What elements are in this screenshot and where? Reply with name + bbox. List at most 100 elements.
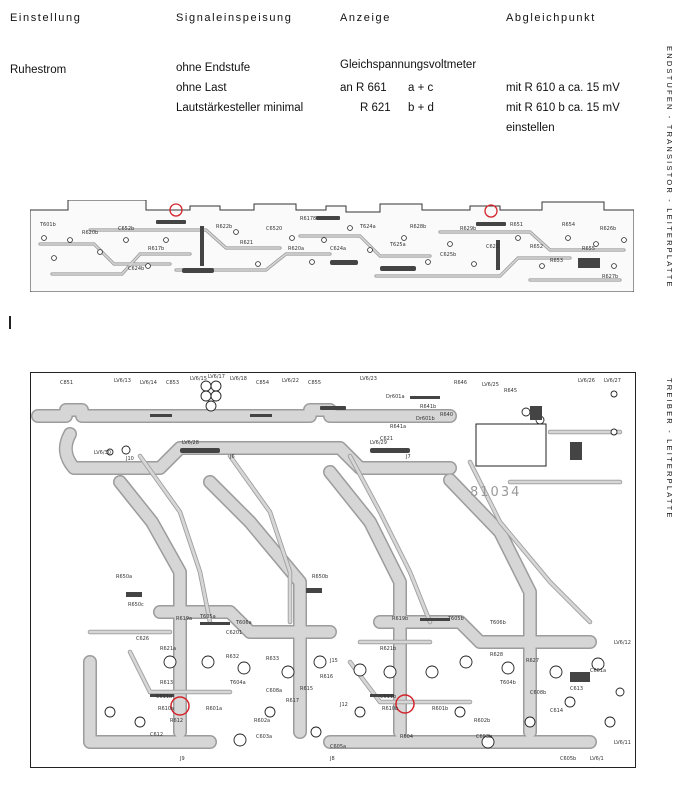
component-label: C612 [150,732,163,738]
top-label: R651 [510,222,523,228]
marker-top-left [169,203,183,217]
component-label: C626 [136,636,149,642]
top-label: R617b [148,246,164,252]
component-label: R641b [420,404,436,410]
component-label: C605b [560,756,576,762]
component-label: R650c [128,602,144,608]
component-label: J7 [405,454,411,460]
signal-line-3: Lautstärkesteller minimal [176,102,304,114]
anzeige-title: Gleichspannungsvoltmeter [340,59,477,71]
top-label: C624b [128,266,144,272]
component-label: R617 [286,698,299,704]
component-label: LV6/11 [614,740,631,746]
component-label: C601a [590,668,606,674]
abgleich-line-2: mit R 610 b ca. 15 mV [506,102,620,114]
component-label: R633 [266,656,279,662]
side-label-bottom: TREIBER - LEITERPLATTE [665,378,674,520]
component-label: R601b [432,706,448,712]
top-label: C624a [330,246,346,252]
top-label: R622b [216,224,232,230]
component-label: R604 [400,734,413,740]
component-label: C851 [60,380,73,386]
top-label: R654 [562,222,575,228]
component-label: C611b [380,694,396,700]
component-label: R610a [158,706,174,712]
component-label: J8 [329,756,335,762]
component-label: C605a [330,744,346,750]
abgleich-line-3: einstellen [506,122,555,134]
top-label: T624a [359,224,376,230]
component-label: LV6/30 [94,450,111,456]
board-id: 81034 [470,485,521,500]
component-label: C6201 [226,630,242,636]
top-board: T601b R620b C652b R617b C624b R622b R621… [30,200,634,292]
component-label: R601a [206,706,222,712]
signal-line-1: ohne Endstufe [176,62,251,74]
header-anzeige: Anzeige [340,12,391,24]
component-label: R619a [176,616,192,622]
component-label: T605a [199,614,216,620]
top-label: T625a [389,242,406,248]
bottom-board: 81034 C851 LV6/13 LV6/14 C853 LV6/15 LV6… [30,372,636,768]
bottom-board-outline [30,372,636,768]
side-label-top: ENDSTUFEN - TRANSISTOR - LEITERPLATTE [665,46,674,289]
component-label: LV6/18 [230,376,247,382]
component-label: T606a [235,620,252,626]
top-label: R6178 [300,216,316,222]
component-label: C603b [476,734,492,740]
component-label: R627 [526,658,539,664]
anzeige-line-2-pins: b + d [408,102,434,114]
component-label: R619b [392,616,408,622]
component-label: R628 [490,652,503,658]
header-einstellung: Einstellung [10,12,82,24]
component-label: LV6/27 [604,378,621,384]
anzeige-line-2-prefix: R 621 [360,102,391,114]
component-label: R615 [300,686,313,692]
header-signaleinspeisung: Signaleinspeisung [176,12,293,24]
component-label: R650b [312,574,328,580]
top-label: R626b [600,226,616,232]
top-label: R655 [582,246,595,252]
top-label: R627b [602,274,618,280]
marker-top-right [484,204,498,218]
component-label: J6 [229,454,235,460]
component-label: LV6/13 [114,378,131,384]
component-label: R612 [170,718,183,724]
component-label: T604a [229,680,246,686]
component-label: T604b [499,680,516,686]
einstellung-value: Ruhestrom [10,64,67,76]
component-label: R632 [226,654,239,660]
component-label: C613 [570,686,583,692]
component-label: C611a [156,694,172,700]
component-label: R650a [116,574,132,580]
component-label: LV6/28 [182,440,199,446]
top-label: R628b [410,224,426,230]
top-label: C625b [440,252,456,258]
component-label: R602a [254,718,270,724]
component-label: T605b [447,616,464,622]
component-label: R646 [454,380,467,386]
component-label: LV6/22 [282,378,299,384]
component-label: LV6/15 [190,376,207,382]
component-label: LV6/25 [482,382,499,388]
component-label: J9 [179,756,185,762]
component-label: C853 [166,380,179,386]
component-label: T606b [489,620,506,626]
margin-mark [9,316,11,329]
marker-bottom-right [395,694,415,714]
top-label: C652b [118,226,134,232]
component-label: C608a [266,688,282,694]
component-label: C621 [380,436,393,442]
component-label: R645 [504,388,517,394]
top-label: T601b [39,222,56,228]
component-label: C608b [530,690,546,696]
top-label: C622 [486,244,499,250]
top-label: R629b [460,226,476,232]
component-label: R621a [160,646,176,652]
component-label: LV6/29 [370,440,387,446]
component-label: J10 [125,456,134,462]
component-label: R621b [380,646,396,652]
component-label: J12 [339,702,348,708]
component-label: R610b [382,706,398,712]
component-label: R640 [440,412,453,418]
